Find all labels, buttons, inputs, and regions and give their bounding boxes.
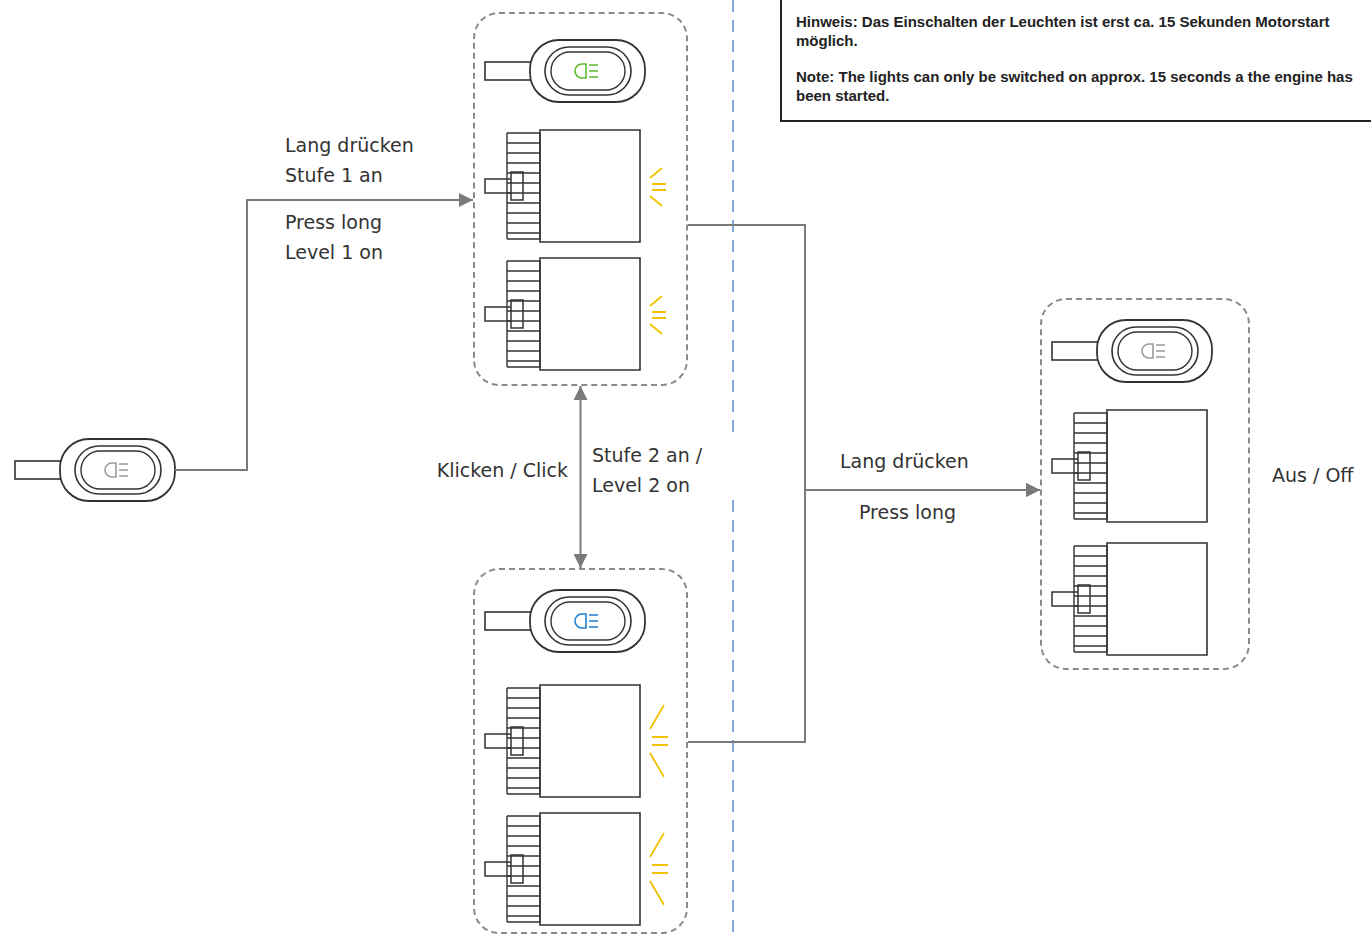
switch-button (15, 439, 175, 501)
note-box: Hinweis: Das Einschalten der Leuchten is… (780, 0, 1371, 122)
state-group: Aus / Off (1040, 298, 1250, 670)
connector-arrow (688, 490, 1040, 742)
switch-blue (485, 590, 645, 652)
lamp (1052, 410, 1207, 522)
switch-off (1052, 320, 1212, 382)
state-group (473, 12, 688, 386)
switch-off (15, 439, 175, 501)
note-text: Note: The lights can only be switched on… (796, 67, 1362, 105)
lamp (485, 130, 640, 242)
label-anchor: Stufe 2 an / Level 2 on (590, 440, 736, 500)
label-anchor: Press long Level 1 on (283, 207, 437, 267)
lamp (485, 813, 640, 925)
state-label: Aus / Off (1272, 463, 1353, 487)
label-anchor: Press long (857, 497, 958, 527)
lamp (485, 685, 640, 797)
state-group (473, 568, 688, 934)
lamp (485, 258, 640, 370)
label-anchor: Lang drücken (838, 446, 971, 476)
edge-label: Lang drücken Stufe 1 an (283, 130, 437, 190)
label-anchor: Lang drücken Stufe 1 an (283, 130, 437, 190)
lamp (1052, 543, 1207, 655)
connector-arrow (175, 200, 473, 470)
label-anchor: Klicken / Click (435, 455, 570, 485)
note-text: Hinweis: Das Einschalten der Leuchten is… (796, 12, 1362, 50)
switch-green (485, 40, 645, 102)
light-rays (650, 833, 668, 905)
light-rays (650, 168, 666, 206)
action-label: Press long (857, 497, 958, 527)
edge-label: Klicken / Click (435, 455, 570, 485)
light-rays (650, 705, 668, 777)
light-rays (650, 296, 666, 334)
connector-arrow (688, 225, 1040, 490)
connector-arrow (580, 386, 582, 568)
action-label: Press long Level 1 on (283, 207, 437, 267)
edge-label: Lang drücken (838, 446, 971, 476)
action-label: Stufe 2 an / Level 2 on (590, 440, 736, 500)
